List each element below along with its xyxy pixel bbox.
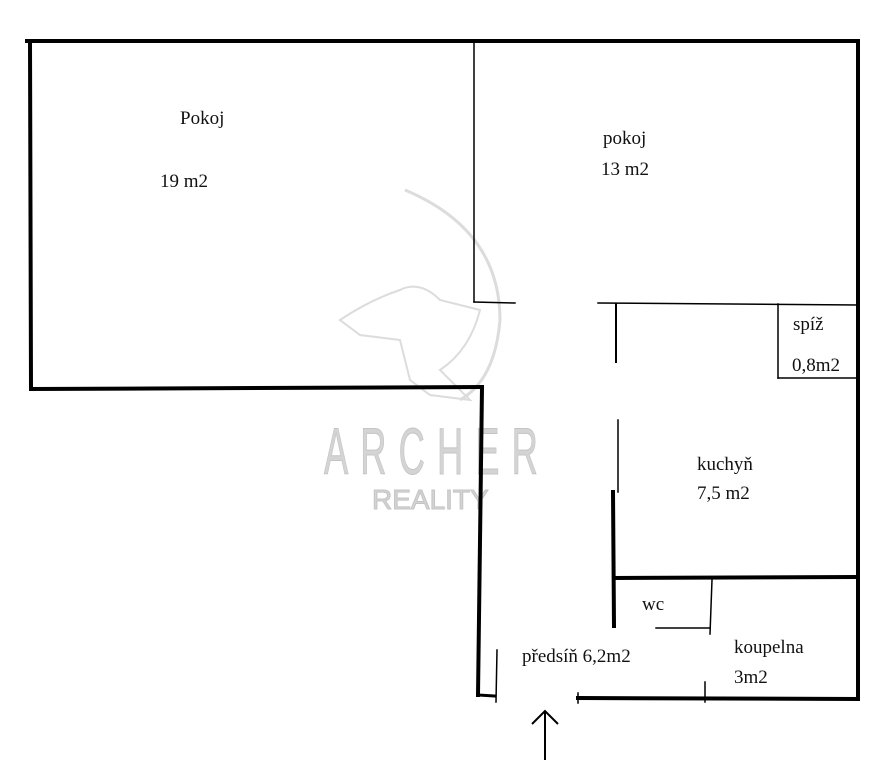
watermark-brand: ARCHER xyxy=(324,414,550,488)
door-jamb xyxy=(495,649,498,703)
watermark-sub: REALITY xyxy=(372,484,490,515)
outer-wall-left xyxy=(27,38,34,392)
room-label-pokoj-2: pokoj xyxy=(603,128,647,149)
room-area-kuchyn: 7,5 m2 xyxy=(697,483,750,504)
outer-wall-bottom xyxy=(575,695,861,702)
room-label-wc: wc xyxy=(642,594,665,615)
wall-kitchen-left xyxy=(610,489,617,629)
room-label-kuchyn: kuchyň xyxy=(697,454,753,475)
room-label-predsin: předsíň 6,2m2 xyxy=(522,646,631,667)
wall-room1-bottom xyxy=(28,384,485,392)
wall-kitchen-top xyxy=(597,302,859,306)
room-label-spiz: spíž xyxy=(793,314,824,335)
room-label-pokoj-1: Pokoj xyxy=(180,108,225,129)
wall-hall-left xyxy=(475,384,485,698)
wall-kitchen-bottom xyxy=(611,574,858,581)
room-area-koupelna: 3m2 xyxy=(734,667,768,688)
room-label-koupelna: koupelna xyxy=(734,637,804,658)
entrance-arrow-icon xyxy=(531,709,559,760)
room-area-spiz: 0,8m2 xyxy=(792,355,841,376)
room-area-pokoj-1: 19 m2 xyxy=(160,171,209,192)
wall-wc-right xyxy=(709,579,713,635)
room-area-pokoj-2: 13 m2 xyxy=(601,159,650,180)
